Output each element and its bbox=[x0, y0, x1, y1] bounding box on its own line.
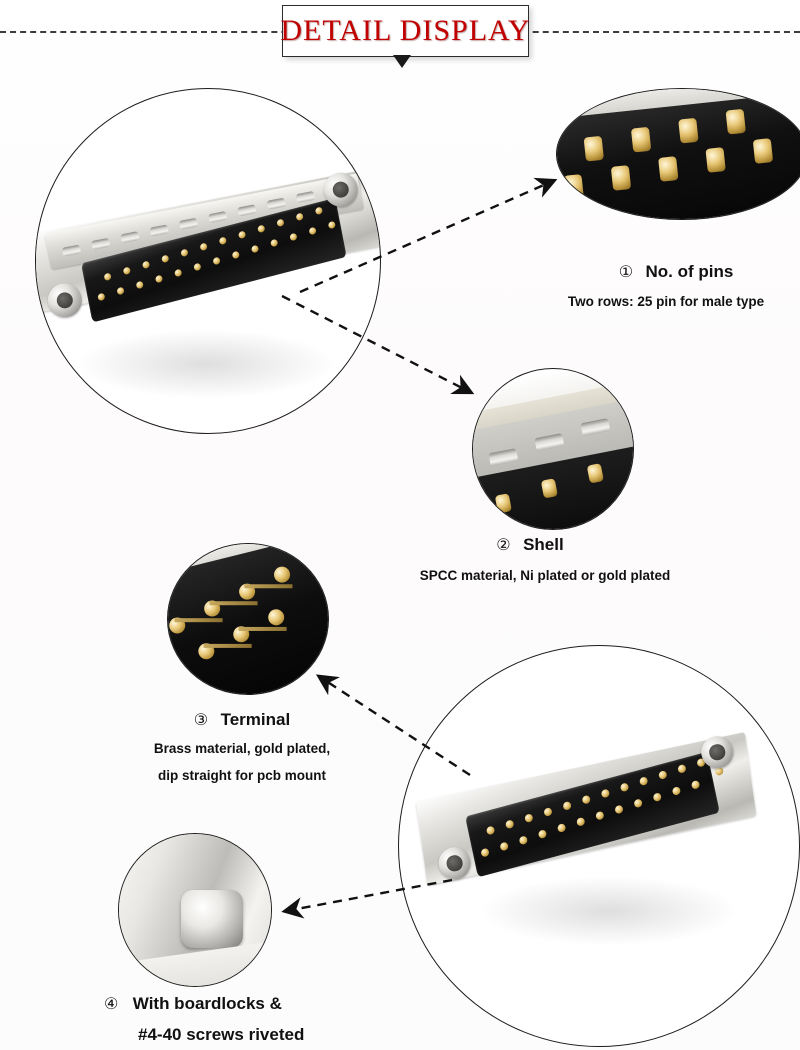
callout-3-title-row: ③ Terminal bbox=[122, 710, 362, 730]
callout-2-title: Shell bbox=[523, 535, 564, 554]
callout-1-desc-line-1: Two rows: 25 pin for male type bbox=[567, 294, 765, 309]
callout-2-desc-line-1: SPCC material, Ni plated or gold plated bbox=[419, 568, 671, 583]
callout-1-title-row: ① No. of pins bbox=[566, 262, 786, 282]
callout-3-title: Terminal bbox=[220, 710, 291, 729]
page-title-box: DETAIL DISPLAY bbox=[280, 5, 531, 57]
callout-2-number: ② bbox=[496, 537, 511, 554]
callout-3-desc-line-2: dip straight for pcb mount bbox=[158, 768, 326, 783]
callout-4-title-row: ④ With boardlocks & bbox=[104, 994, 344, 1014]
arrow-to-terminal bbox=[315, 674, 471, 777]
photo-shadow bbox=[76, 329, 336, 399]
callout-3-desc-line-1: Brass material, gold plated, bbox=[153, 741, 331, 756]
callout-4-number: ④ bbox=[104, 996, 119, 1013]
callout-1-number: ① bbox=[618, 264, 634, 281]
callout-pins-circle bbox=[556, 88, 800, 220]
main-front-photo-circle bbox=[35, 88, 381, 434]
page-title: DETAIL DISPLAY bbox=[280, 14, 531, 47]
main-rear-photo-circle bbox=[398, 645, 800, 1047]
photo-shadow bbox=[479, 876, 739, 946]
hex-screw-head bbox=[181, 890, 243, 948]
callout-4-desc-line-1: #4-40 screws riveted bbox=[138, 1025, 305, 1044]
callout-shell-circle bbox=[472, 368, 634, 530]
arrow-to-shell bbox=[281, 294, 475, 395]
callout-2-title-row: ② Shell bbox=[420, 535, 640, 555]
callout-3-number: ③ bbox=[193, 712, 209, 729]
triangle-down-icon bbox=[393, 55, 411, 68]
arrow-to-pins bbox=[299, 177, 558, 294]
page-header: DETAIL DISPLAY bbox=[0, 0, 800, 80]
callout-1-title: No. of pins bbox=[645, 262, 734, 281]
callout-boardlock-circle bbox=[118, 833, 272, 987]
arrow-to-boardlock bbox=[281, 878, 453, 919]
callout-4-title: With boardlocks & bbox=[132, 994, 282, 1013]
callout-terminal-circle bbox=[167, 543, 329, 695]
